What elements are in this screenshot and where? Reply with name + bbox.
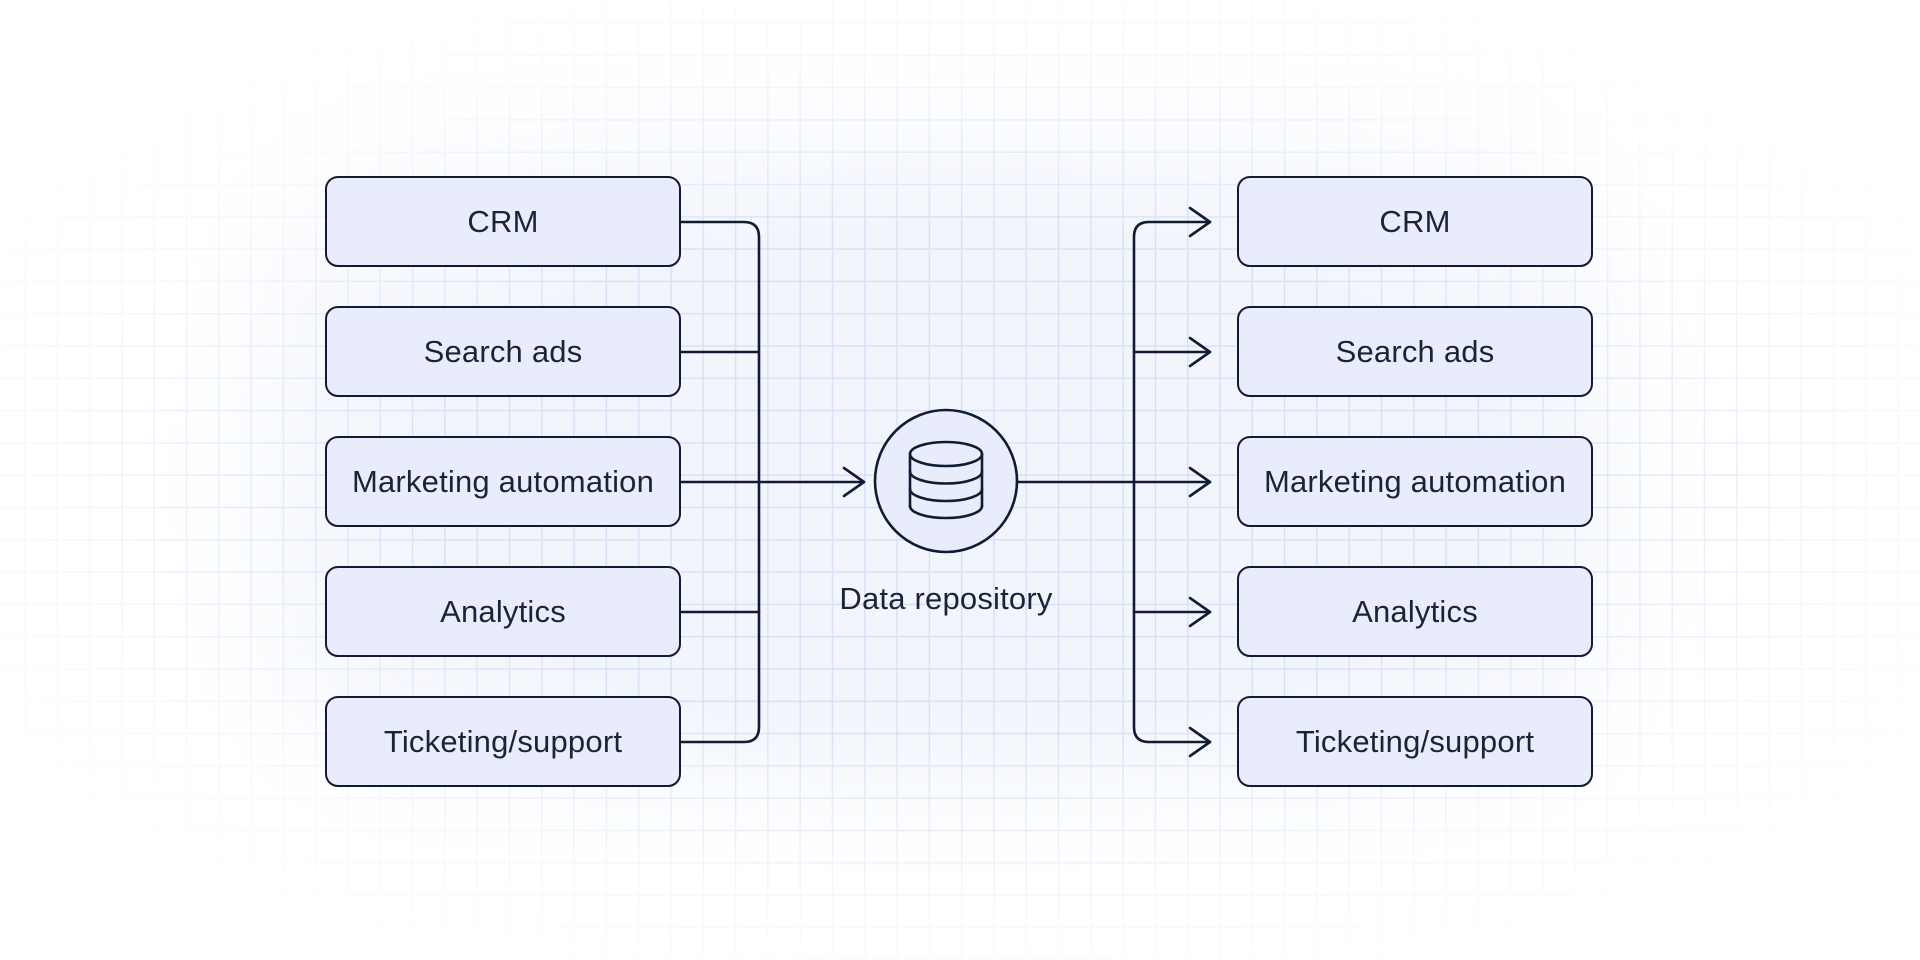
hub-circle [873,408,1019,554]
destination-node-marketing-automation: Marketing automation [1237,436,1593,527]
destination-arrowhead [1188,206,1212,238]
destination-arrowhead [1188,466,1212,498]
source-node-analytics: Analytics [325,566,681,657]
destination-arrowhead [1188,596,1212,628]
node-label: Analytics [440,593,566,629]
hub-label: Data repository [839,581,1053,616]
node-label: Analytics [1352,593,1478,629]
node-label: CRM [1379,203,1451,239]
node-label: CRM [467,203,539,239]
hub-input-arrowhead [842,466,866,498]
database-icon [908,440,984,520]
destination-arrowhead [1188,336,1212,368]
destination-node-ticketing-support: Ticketing/support [1237,696,1593,787]
node-label: Search ads [423,333,583,369]
node-label: Marketing automation [351,463,655,499]
destination-connector-bus [1132,220,1212,744]
node-label: Marketing automation [1263,463,1567,499]
source-node-marketing-automation: Marketing automation [325,436,681,527]
node-label: Ticketing/support [1295,723,1535,759]
destination-node-analytics: Analytics [1237,566,1593,657]
destination-arrowhead [1188,726,1212,758]
node-label: Search ads [1335,333,1495,369]
destination-node-crm: CRM [1237,176,1593,267]
source-node-crm: CRM [325,176,681,267]
source-node-ticketing-support: Ticketing/support [325,696,681,787]
source-node-search-ads: Search ads [325,306,681,397]
destination-node-search-ads: Search ads [1237,306,1593,397]
node-label: Ticketing/support [383,723,623,759]
